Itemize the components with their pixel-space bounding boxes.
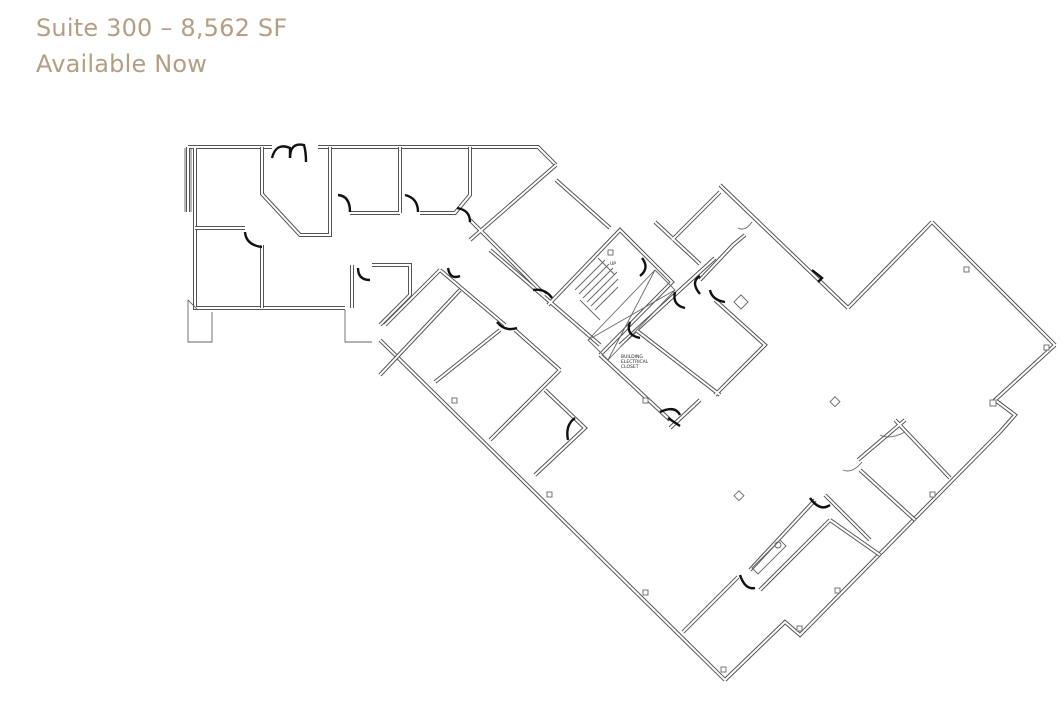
interior-walls	[195, 147, 952, 634]
door-swing-icon	[566, 417, 576, 441]
stairwell: UP	[574, 257, 619, 321]
door-swing-icon	[404, 193, 420, 213]
doors	[243, 143, 831, 590]
svg-text:CLOSET: CLOSET	[621, 364, 639, 370]
thin-door-arcs	[737, 221, 906, 472]
column-icon	[929, 491, 936, 498]
door-swing-icon	[673, 291, 686, 310]
column-icon	[451, 397, 458, 404]
availability-status: Available Now	[36, 50, 208, 78]
svg-text:ELECTRICAL: ELECTRICAL	[621, 359, 649, 365]
column-icon	[796, 625, 803, 632]
door-swing-icon	[693, 274, 701, 295]
column-icon	[607, 249, 614, 256]
sink-icon	[774, 541, 782, 549]
column-icon	[829, 396, 841, 408]
kitchenette-sink	[751, 539, 787, 575]
door-swing-icon	[809, 497, 831, 509]
stair-up-label: UP	[610, 261, 616, 267]
left-window	[184, 148, 192, 212]
header: Suite 300 – 8,562 SF Available Now	[36, 10, 287, 82]
column-icon	[733, 490, 745, 502]
door-swing-icon	[337, 193, 352, 213]
door-swing-icon	[639, 257, 647, 277]
exterior-walls	[186, 145, 1057, 682]
suite-title: Suite 300 – 8,562 SF	[36, 14, 288, 42]
electrical-closet-label: BUILDING ELECTRICAL CLOSET	[621, 354, 649, 370]
columns	[451, 249, 1050, 673]
door-swing-icon	[627, 321, 641, 340]
column-icon	[834, 587, 841, 594]
door-swing-icon	[659, 407, 682, 416]
door-swing-icon	[356, 267, 371, 282]
column-icon	[1043, 344, 1050, 351]
column-icon	[546, 491, 553, 498]
column-icon	[642, 397, 649, 404]
door-swing-icon	[496, 321, 518, 331]
door-swing-icon	[738, 574, 756, 590]
door-swing-icon	[811, 269, 824, 283]
column-icon	[720, 666, 727, 673]
column-icon	[642, 589, 649, 596]
column-icon	[733, 294, 749, 310]
elevator-shaft	[587, 269, 676, 361]
svg-text:BUILDING: BUILDING	[621, 354, 643, 360]
door-swing-icon	[532, 288, 553, 299]
column-icon	[989, 399, 997, 407]
door-swing-icon	[708, 289, 726, 304]
door-swing-icon	[446, 267, 461, 279]
door-swing-icon	[456, 206, 472, 223]
column-icon	[963, 266, 970, 273]
entry-vestibule	[187, 299, 372, 343]
double-door-icon	[270, 145, 292, 159]
door-swing-icon	[243, 231, 263, 249]
